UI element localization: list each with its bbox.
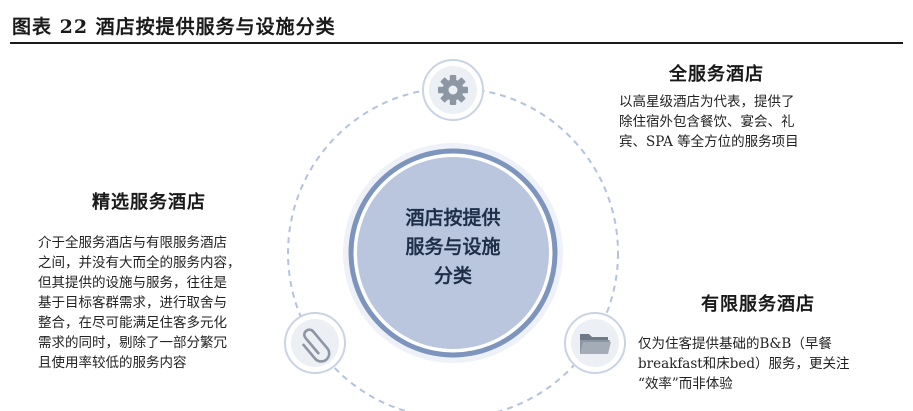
gear-icon-badge [422,59,484,121]
description-line: 且使用率较低的服务内容 [38,355,187,371]
folder-icon-badge [564,312,626,374]
description-line: 需求的同时，剔除了一部分繁冗 [38,335,227,351]
description-line: 除住宿外包含餐饮、宴会、礼 [619,114,795,130]
description-line: 基于目标客群需求，进行取舍与 [38,295,227,311]
full-service-description: 以高星级酒店为代表，提供了 除住宿外包含餐饮、宴会、礼 宾、SPA 等全方位的服… [619,92,859,152]
gear-icon [438,75,468,105]
center-label-line: 服务与设施 [405,236,501,258]
center-label: 酒店按提供 服务与设施 分类 [378,204,528,291]
figure-header: 图表 22 酒店按提供服务与设施分类 [10,8,903,44]
figure-title: 图表 22 酒店按提供服务与设施分类 [12,16,336,38]
full-service-title: 全服务酒店 [669,64,764,85]
folder-icon [580,334,611,354]
select-service-title: 精选服务酒店 [92,192,206,213]
description-line: breakfast和床bed）服务，更关注 [638,356,850,372]
center-circle-fill [357,157,549,349]
description-line: 宾、SPA 等全方位的服务项目 [619,134,799,150]
description-line: 但其提供的设施与服务，往往是 [38,275,227,291]
description-line: 整合，在尽可能满足住客多元化 [38,315,227,331]
description-line: “效率”而非体验 [638,376,733,392]
description-line: 以高星级酒店为代表，提供了 [619,94,795,110]
description-line: 介于全服务酒店与有限服务酒店 [38,235,227,251]
outer-orbit-circle [287,87,619,411]
center-label-line: 分类 [433,265,472,287]
limited-service-title: 有限服务酒店 [701,294,815,315]
limited-service-description: 仅为住客提供基础的B&B（早餐 breakfast和床bed）服务，更关注 “效… [638,334,883,394]
description-line: 仅为住客提供基础的B&B（早餐 [638,336,832,352]
center-label-line: 酒店按提供 [405,207,501,229]
select-service-description: 介于全服务酒店与有限服务酒店 之间，并没有大而全的服务内容， 但其提供的设施与服… [38,233,278,373]
paperclip-icon-badge [284,312,346,374]
description-line: 之间，并没有大而全的服务内容， [38,255,241,271]
paperclip-icon [302,328,331,363]
